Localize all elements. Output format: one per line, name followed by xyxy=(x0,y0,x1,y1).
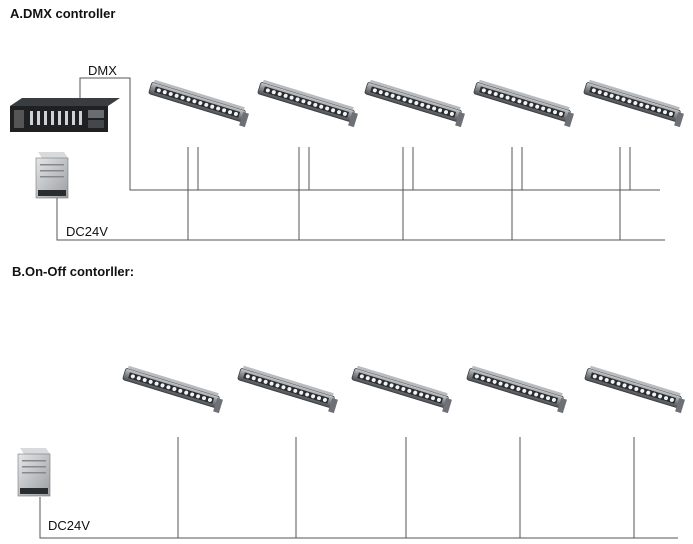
section-b-title: B.On-Off contorller: xyxy=(12,264,135,279)
section-b-wiring xyxy=(39,437,678,539)
section-a-power-wire xyxy=(56,195,665,241)
section-a-led-fixture-2 xyxy=(257,79,358,128)
section-b-led-fixture-4 xyxy=(466,365,567,414)
section-b-led-fixture-3 xyxy=(351,365,452,414)
section-a-drops xyxy=(187,147,631,240)
section-b-fixtures xyxy=(122,365,685,414)
dmx-signal-wire xyxy=(79,77,660,191)
section-b-led-fixture-2 xyxy=(237,365,338,414)
section-a-wiring xyxy=(56,77,665,241)
dmx-controller xyxy=(10,98,120,132)
section-b-power-supply xyxy=(17,448,51,497)
section-b-led-fixture-1 xyxy=(122,365,223,414)
section-a-led-fixture-5 xyxy=(583,79,684,128)
section-a-power-supply xyxy=(35,152,69,199)
section-a-fixtures xyxy=(148,79,684,128)
section-a-power-label: DC24V xyxy=(66,224,108,239)
section-b-power-label: DC24V xyxy=(48,518,90,533)
section-b-power-wire xyxy=(39,497,678,539)
section-a-led-fixture-1 xyxy=(148,79,249,128)
section-a-led-fixture-3 xyxy=(364,79,465,128)
section-a-led-fixture-4 xyxy=(473,79,574,128)
section-b-drops xyxy=(177,437,635,538)
section-a-title: A.DMX controller xyxy=(10,6,116,21)
dmx-label: DMX xyxy=(88,63,117,78)
section-b-led-fixture-5 xyxy=(584,365,685,414)
